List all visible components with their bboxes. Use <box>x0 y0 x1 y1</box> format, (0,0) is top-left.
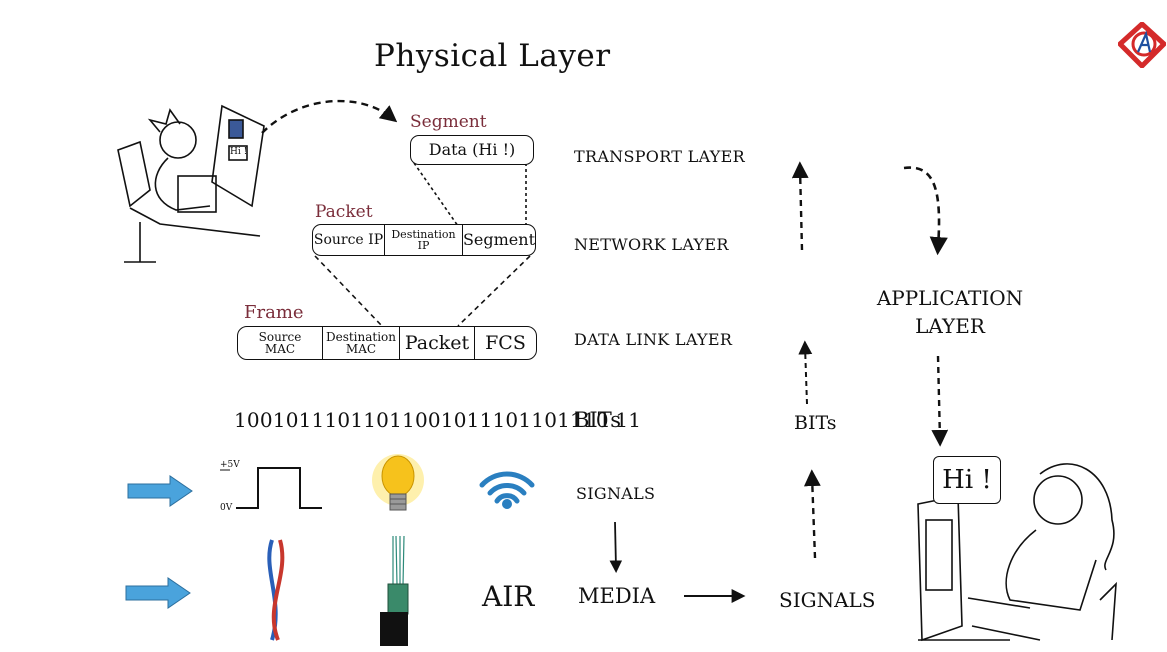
frame-source-mac: Source MAC <box>238 327 323 359</box>
page-title: Physical Layer <box>374 38 611 74</box>
packet-source-ip: Source IP <box>313 225 385 255</box>
frame-label: Frame <box>244 302 304 323</box>
media-label: MEDIA <box>578 584 656 608</box>
packet-label: Packet <box>315 202 373 222</box>
segment-data: Data (Hi !) <box>428 140 516 159</box>
data-link-layer-label: DATA LINK LAYER <box>574 330 733 349</box>
frame-destination-mac: Destination MAC <box>323 327 400 359</box>
packet-segment: Segment <box>462 230 535 249</box>
frame-packet: Packet <box>400 327 475 359</box>
transport-layer-label: TRANSPORT LAYER <box>574 147 745 166</box>
application-layer-label: APPLICATION LAYER <box>876 286 1024 338</box>
bits-label: BITs <box>574 408 621 432</box>
segment-box: Data (Hi !) <box>410 135 534 165</box>
logo-icon <box>1118 22 1166 68</box>
speech-bubble: Hi ! <box>933 456 1001 504</box>
monitor-text: Hi ! <box>230 147 248 157</box>
packet-box: Source IP Destination IP Segment <box>312 224 536 256</box>
bits-stream: 10010111011011001011101101110 11 <box>234 408 642 432</box>
frame-box: Source MAC Destination MAC Packet FCS <box>237 326 537 360</box>
air-label: AIR <box>482 580 535 613</box>
network-layer-label: NETWORK LAYER <box>574 235 729 254</box>
signals-label-right: SIGNALS <box>779 588 876 612</box>
voltage-high-label: +5V <box>220 460 240 470</box>
bits-label-right: BITs <box>794 412 837 434</box>
voltage-low-label: 0V <box>220 503 233 513</box>
signals-label: SIGNALS <box>576 484 656 503</box>
speech-text: Hi ! <box>942 465 992 495</box>
packet-destination-ip: Destination IP <box>385 225 463 255</box>
segment-label: Segment <box>410 112 487 132</box>
frame-fcs: FCS <box>485 331 526 354</box>
